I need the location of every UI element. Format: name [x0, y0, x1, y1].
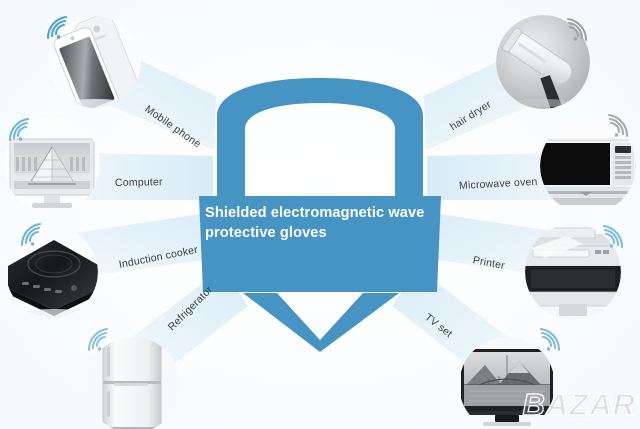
shield-title-line-1: Shielded electromagnetic wave — [205, 205, 425, 221]
black-microwave-oven-photo — [540, 118, 636, 214]
white-two-door-fridge-photo — [85, 337, 181, 429]
device-photo-printer — [525, 224, 621, 320]
desktop-monitor-photo — [4, 117, 100, 213]
device-photo-hair-dryer — [496, 15, 590, 109]
device-photo-mobile-phone — [49, 16, 141, 108]
label-computer: Computer — [114, 176, 163, 189]
device-photo-microwave-oven — [540, 118, 636, 214]
shield-point — [243, 293, 399, 352]
device-photo-induction-cooker — [6, 226, 98, 318]
shield-banner — [199, 196, 441, 292]
shield-title-line-2: protective gloves — [205, 224, 327, 241]
office-printer-photo — [525, 224, 621, 320]
flat-screen-tv-photo — [459, 337, 555, 429]
shield-arch — [217, 78, 423, 199]
device-photo-tv-set — [459, 337, 555, 429]
black-induction-cooktop-photo — [6, 226, 98, 318]
white-hair-dryer-photo — [496, 15, 590, 109]
device-photo-computer — [4, 117, 100, 213]
shield-title: Shielded electromagnetic wave protective… — [205, 204, 453, 243]
white-smartphones-photo — [49, 16, 141, 108]
device-photo-refrigerator — [85, 337, 181, 429]
